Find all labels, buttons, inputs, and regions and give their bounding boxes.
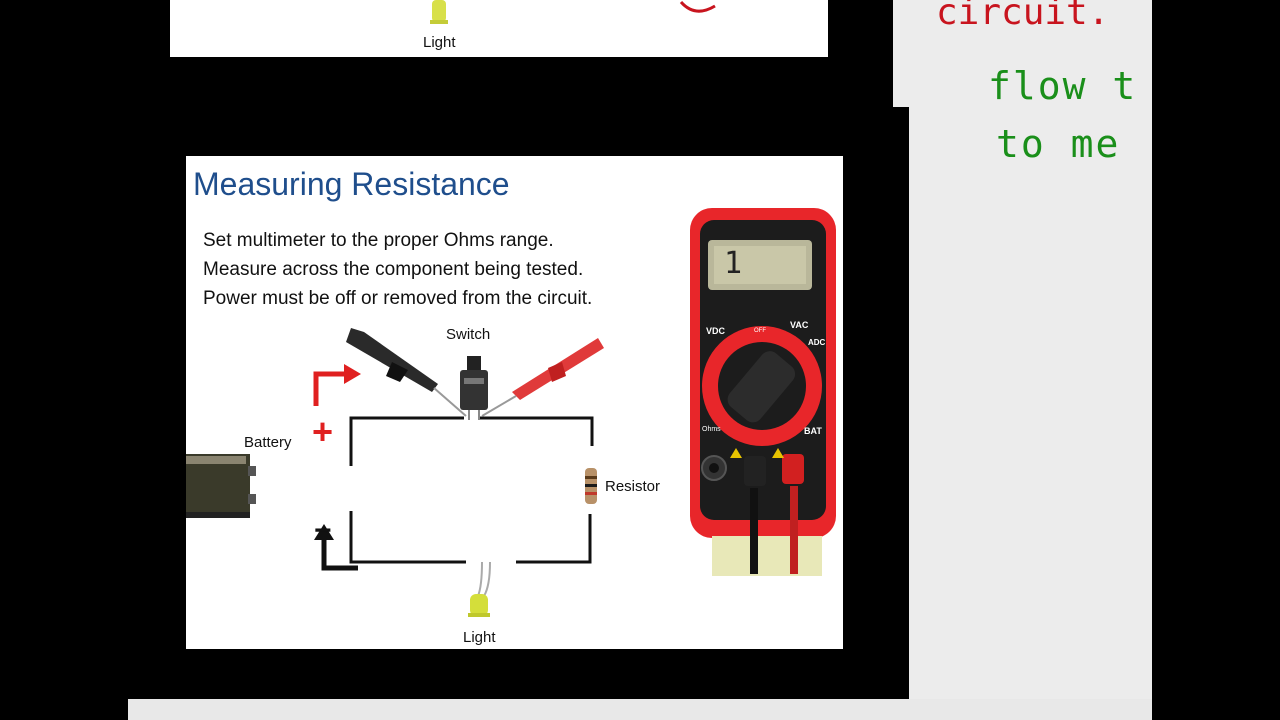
slide-measuring-resistance: Measuring Resistance Set multimeter to t… — [186, 156, 843, 649]
multimeter-illustration — [690, 208, 836, 576]
circuit-diagram — [186, 328, 604, 617]
red-ink-mark — [679, 0, 716, 13]
black-probe-icon — [346, 328, 438, 392]
multimeter-bat-label: BAT — [804, 426, 822, 436]
slide-bullets: Set multimeter to the proper Ohms range.… — [203, 226, 592, 313]
black-arrow-icon — [321, 538, 358, 571]
led-light-icon — [430, 0, 448, 24]
switch-label: Switch — [446, 326, 491, 343]
light-label: Light — [463, 629, 496, 646]
bullet-line: Set multimeter to the proper Ohms range. — [203, 230, 554, 251]
resistor-label: Resistor — [605, 478, 661, 495]
whiteboard-top-panel — [893, 0, 1152, 107]
bullet-line: Measure across the component being teste… — [203, 259, 584, 280]
switch-icon — [467, 356, 481, 370]
bullet-line: Power must be off or removed from the ci… — [203, 288, 593, 309]
multimeter-ohms-label: Ohms — [702, 426, 721, 433]
bottom-strip — [128, 699, 1152, 720]
battery-label: Battery — [244, 434, 292, 451]
multimeter-vac-label: VAC — [790, 320, 809, 330]
battery-icon — [186, 454, 250, 518]
light-label: Light — [423, 34, 456, 51]
multimeter-vdc-label: VDC — [706, 326, 726, 336]
handwriting-to-me: to me — [996, 122, 1121, 166]
previous-slide: Light — [170, 0, 828, 57]
led-light-icon — [470, 594, 488, 616]
handwriting-circuit: circuit. — [936, 0, 1110, 33]
whiteboard-panel — [909, 107, 1152, 720]
multimeter-adc-label: ADC — [808, 338, 826, 347]
minus-sign: − — [314, 514, 332, 547]
red-arrow-icon — [313, 371, 346, 406]
plus-sign: + — [312, 411, 334, 452]
multimeter-off-label: OFF — [754, 328, 766, 334]
multimeter-display: 1 — [724, 246, 743, 281]
slide-title: Measuring Resistance — [193, 166, 510, 202]
handwriting-flow: flow t — [988, 64, 1138, 108]
